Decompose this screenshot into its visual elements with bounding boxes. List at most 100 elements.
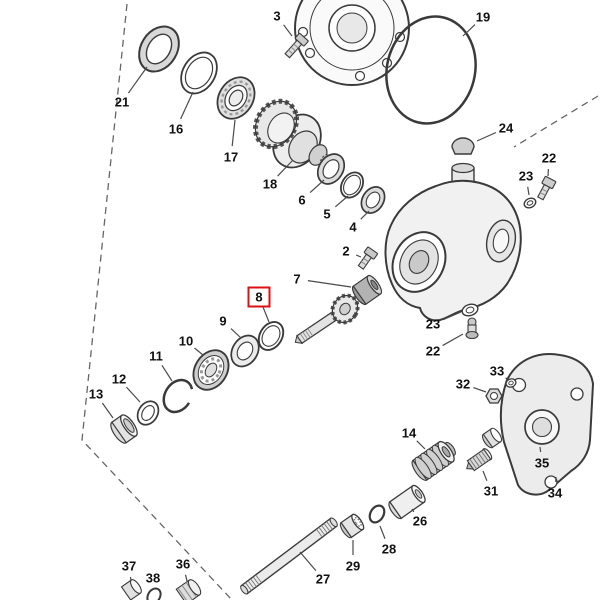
part-37-bushing [120,579,142,600]
part-10-bearing [192,349,230,391]
callout-label: 26 [413,514,427,529]
callout-32[interactable]: 32 [456,377,487,393]
part-38-ring [146,587,162,600]
callout-label: 23 [519,169,533,184]
callout-label: 17 [224,150,238,165]
part-12-ring [136,400,160,426]
leader-line [231,119,236,147]
callout-label: 28 [382,542,396,557]
part-27-drive-shaft [240,517,338,595]
part-23-washer-lower [461,303,479,317]
callout-label: 22 [542,151,556,166]
callout-16[interactable]: 16 [169,91,194,137]
callout-22[interactable]: 22 [542,151,556,177]
callout-11[interactable]: 11 [149,349,173,382]
leader-line [230,328,242,339]
part-29-bushing [339,513,365,539]
part-24-cap [451,137,475,155]
callout-label: 27 [316,572,330,587]
callout-label: 38 [146,571,160,586]
part-7-bushing [351,274,383,306]
part-31-adjuster-bolt [466,448,493,472]
callout-37[interactable]: 37 [122,559,136,582]
callout-3[interactable]: 3 [273,9,293,37]
callout-36[interactable]: 36 [176,557,190,582]
part-11-circlip [162,378,194,414]
leader-line [505,377,508,380]
part-small-bushing [481,427,503,449]
highlight-box [247,286,271,308]
callout-8[interactable]: 8 [247,286,271,323]
leader-line [127,66,148,94]
callout-label: 3 [273,9,280,24]
leader-line [277,159,294,177]
callout-label: 4 [349,220,357,235]
callout-38[interactable]: 38 [146,571,160,590]
callout-7[interactable]: 7 [293,272,352,288]
part-18-ring-gear-assembly [252,98,333,169]
leader-line [180,91,194,120]
callout-26[interactable]: 26 [411,508,427,529]
callout-9[interactable]: 9 [219,314,242,339]
callout-23[interactable]: 23 [426,311,462,332]
callout-19[interactable]: 19 [462,10,490,37]
leader-line [309,179,325,194]
callout-label: 37 [122,559,136,574]
leader-line [360,210,370,220]
part-5-ring [340,171,364,199]
callout-13[interactable]: 13 [89,387,114,419]
part-3-bolt [284,32,309,59]
callout-23[interactable]: 23 [519,169,533,196]
callout-28[interactable]: 28 [379,525,396,557]
leader-line [334,195,349,208]
callout-24[interactable]: 24 [476,121,514,142]
callout-12[interactable]: 12 [112,372,141,403]
leader-line [307,280,352,288]
leader-line [539,446,542,453]
callout-35[interactable]: 35 [535,446,549,471]
callout-label: 8 [255,290,262,305]
leader-line [476,131,497,142]
callout-label: 16 [169,122,183,137]
leader-line [416,440,426,450]
leader-line [129,576,132,582]
leader-line [184,574,188,582]
leader-line [299,551,317,572]
callout-34[interactable]: 34 [548,476,563,501]
callout-21[interactable]: 21 [115,66,148,110]
callout-2[interactable]: 2 [342,244,362,259]
leader-line [283,24,293,37]
callout-label: 5 [323,207,330,222]
part-32-nut [485,388,503,404]
boundary-dashed-line-top-right [513,95,599,148]
callout-18[interactable]: 18 [263,159,294,192]
callout-10[interactable]: 10 [179,334,204,356]
leader-line [527,186,530,196]
callout-27[interactable]: 27 [299,551,330,587]
leader-line [125,386,141,403]
callout-17[interactable]: 17 [224,119,238,165]
callout-29[interactable]: 29 [346,540,360,574]
leader-line [355,254,362,258]
callout-5[interactable]: 5 [323,195,349,222]
leader-line [482,470,488,482]
leader-line [442,311,462,321]
callout-4[interactable]: 4 [349,210,370,235]
callout-label: 10 [179,334,193,349]
leader-line [262,306,270,323]
leader-line [411,508,415,513]
callout-6[interactable]: 6 [298,179,325,208]
part-14-coupling [411,440,456,481]
leader-line [473,387,487,393]
part-21-seal [138,25,180,73]
callout-label: 9 [219,314,226,329]
callout-33[interactable]: 33 [490,364,508,380]
callout-22[interactable]: 22 [426,333,464,359]
callout-14[interactable]: 14 [402,426,426,450]
part-gear-case-housing [384,162,522,322]
callout-label: 24 [499,121,514,136]
part-22-bolt-upper [537,175,557,201]
callout-31[interactable]: 31 [482,470,498,499]
